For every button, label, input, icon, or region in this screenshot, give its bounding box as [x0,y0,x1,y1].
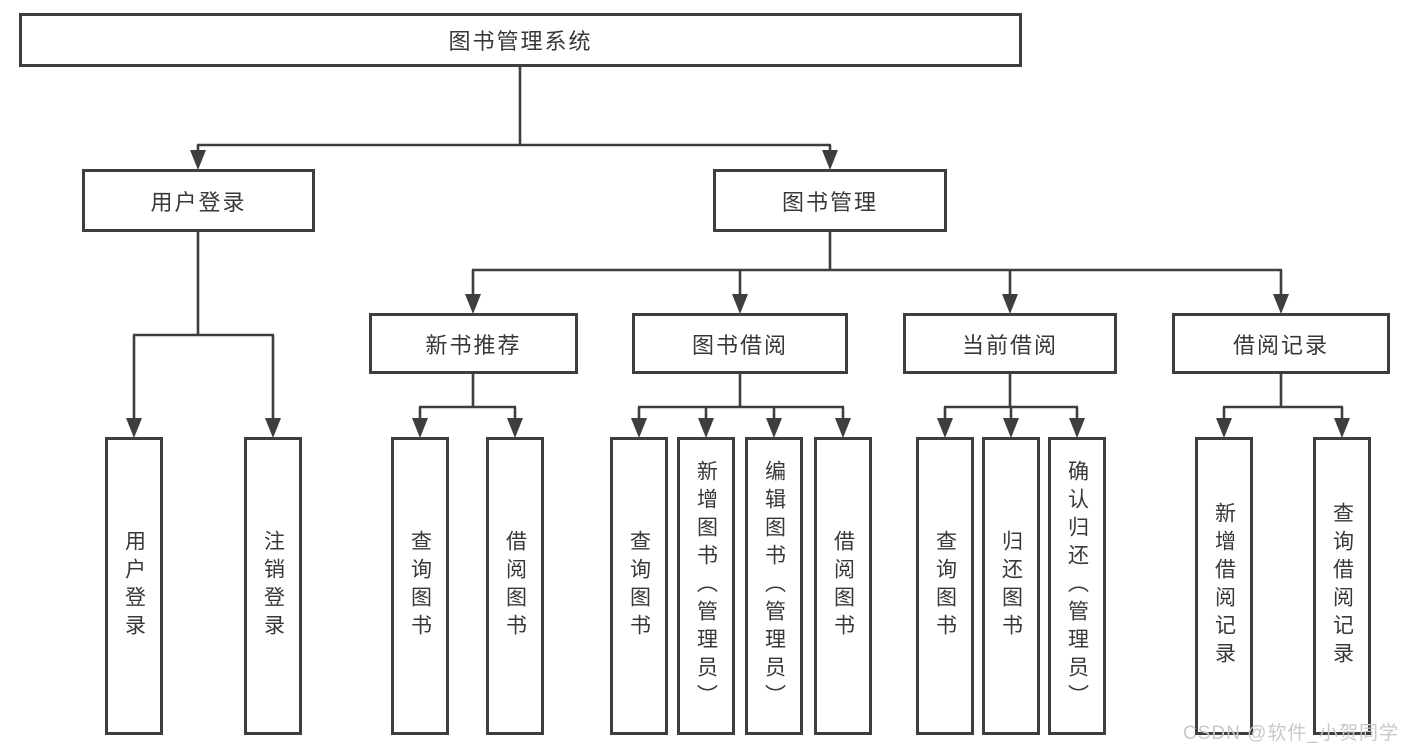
node-root: 图书管理系统 [19,13,1022,67]
leaf-borrow-books-recommend: 借阅图书 [486,437,544,735]
leaf-query-borrow-record: 查询借阅记录 [1313,437,1371,735]
node-book-borrowing: 图书借阅 [632,313,848,374]
leaf-query-books-current: 查询图书 [916,437,974,735]
node-new-book-recommend: 新书推荐 [369,313,578,374]
leaf-query-books-borrowing-label: 查询图书 [627,530,651,642]
leaf-confirm-return-admin: 确认归还（管理员） [1048,437,1106,735]
leaf-borrow-books-label: 借阅图书 [831,530,855,642]
leaf-edit-book-admin: 编辑图书（管理员） [745,437,803,735]
arrowheads [126,150,1350,438]
leaf-borrow-books-recommend-label: 借阅图书 [503,530,527,642]
node-current-borrowing: 当前借阅 [903,313,1117,374]
leaf-return-book-label: 归还图书 [999,530,1023,642]
leaf-return-book: 归还图书 [982,437,1040,735]
node-root-label: 图书管理系统 [448,29,593,54]
node-borrowing-records: 借阅记录 [1172,313,1390,374]
leaf-query-books-recommend: 查询图书 [391,437,449,735]
leaf-query-borrow-record-label: 查询借阅记录 [1330,502,1354,670]
leaf-add-borrow-record-label: 新增借阅记录 [1212,502,1236,670]
leaf-user-login-label: 用户登录 [122,530,146,642]
leaf-add-book-admin-label: 新增图书（管理员） [694,460,718,712]
leaf-logout-label: 注销登录 [261,530,285,642]
node-book-management-label: 图书管理 [781,189,878,215]
leaf-borrow-books: 借阅图书 [814,437,872,735]
node-book-borrowing-label: 图书借阅 [691,332,788,358]
node-user-login-label: 用户登录 [150,189,247,215]
leaf-query-books-borrowing: 查询图书 [610,437,668,735]
leaf-logout: 注销登录 [244,437,302,735]
node-book-management: 图书管理 [713,169,947,232]
leaf-user-login: 用户登录 [105,437,163,735]
leaf-query-books-recommend-label: 查询图书 [408,530,432,642]
node-current-borrowing-label: 当前借阅 [961,332,1058,358]
leaf-edit-book-admin-label: 编辑图书（管理员） [762,460,786,712]
leaf-confirm-return-admin-label: 确认归还（管理员） [1065,460,1089,712]
csdn-watermark: CSDN @软件_小贺同学 [1183,723,1399,744]
node-borrowing-records-label: 借阅记录 [1232,332,1329,358]
node-new-book-recommend-label: 新书推荐 [425,332,522,358]
leaf-add-borrow-record: 新增借阅记录 [1195,437,1253,735]
leaf-add-book-admin: 新增图书（管理员） [677,437,735,735]
leaf-query-books-current-label: 查询图书 [933,530,957,642]
node-user-login: 用户登录 [82,169,315,232]
